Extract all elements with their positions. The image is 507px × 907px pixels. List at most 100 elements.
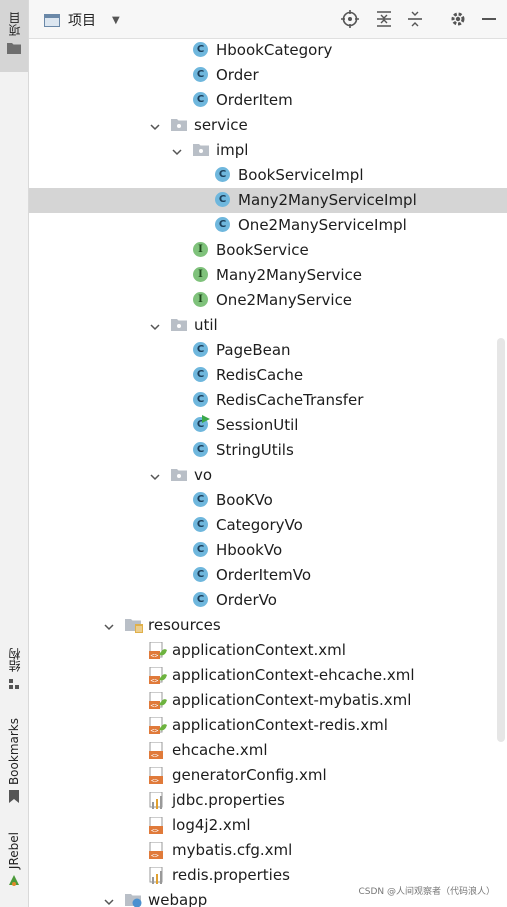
tree-node[interactable]: <> applicationContext-mybatis.xml — [29, 688, 507, 713]
tree-node[interactable]: <> applicationContext-redis.xml — [29, 713, 507, 738]
class-icon: C — [193, 517, 209, 533]
tree-node-label: SessionUtil — [216, 416, 299, 434]
chevron-down-icon[interactable] — [103, 619, 115, 631]
tree-node[interactable]: redis.properties — [29, 863, 507, 888]
tree-node-label: Many2ManyServiceImpl — [238, 191, 417, 209]
tree-node-label: applicationContext-ehcache.xml — [172, 666, 415, 684]
xml-file-icon: <> — [149, 766, 165, 785]
tree-node[interactable]: <> applicationContext-ehcache.xml — [29, 663, 507, 688]
tree-node-label: Many2ManyService — [216, 266, 363, 284]
class-icon: C — [193, 42, 209, 58]
tree-node[interactable]: jdbc.properties — [29, 788, 507, 813]
vertical-scrollbar[interactable] — [497, 338, 505, 742]
structure-tool-tab[interactable]: 结构 — [0, 648, 28, 700]
spring-xml-file-icon: <> — [149, 716, 167, 735]
view-selector[interactable]: 项目 ▼ — [44, 10, 120, 30]
tree-node[interactable]: <>ehcache.xml — [29, 738, 507, 763]
bookmarks-tool-tab[interactable]: Bookmarks — [0, 718, 28, 814]
class-icon: C — [193, 442, 209, 458]
collapse-all-icon[interactable] — [405, 9, 425, 29]
tree-node-label: jdbc.properties — [172, 791, 285, 809]
tree-node-label: applicationContext-mybatis.xml — [172, 691, 412, 709]
tree-node-label: log4j2.xml — [172, 816, 251, 834]
tree-node[interactable]: <>mybatis.cfg.xml — [29, 838, 507, 863]
tree-node-label: BookServiceImpl — [238, 166, 364, 184]
minimize-icon[interactable] — [479, 9, 499, 29]
tree-node[interactable]: <>generatorConfig.xml — [29, 763, 507, 788]
class-icon: C — [193, 567, 209, 583]
xml-file-icon: <> — [149, 841, 165, 860]
project-tool-tab[interactable]: 项目 — [0, 0, 28, 72]
svg-text:<>: <> — [151, 827, 159, 835]
svg-text:<>: <> — [151, 852, 159, 860]
tree-node-label: impl — [216, 141, 249, 159]
svg-text:<>: <> — [151, 702, 159, 710]
chevron-down-icon[interactable] — [171, 144, 183, 156]
jrebel-tool-tab[interactable]: JRebel — [0, 832, 28, 902]
tree-node-label: applicationContext.xml — [172, 641, 346, 659]
chevron-down-icon[interactable] — [149, 469, 161, 481]
tree-node[interactable]: webapp — [29, 888, 507, 907]
project-tab-label: 项目 — [7, 12, 22, 36]
view-title: 项目 — [68, 13, 96, 29]
spring-xml-file-icon: <> — [149, 641, 167, 660]
tree-node-label: util — [194, 316, 218, 334]
target-icon[interactable] — [340, 9, 360, 29]
tree-node-label: redis.properties — [172, 866, 290, 884]
properties-file-icon — [149, 791, 165, 809]
tree-node[interactable]: <> log4j2.xml — [29, 813, 507, 838]
watermark: CSDN @人间观察者（代码浪人） — [358, 884, 495, 897]
tree-node[interactable]: impl — [29, 138, 507, 163]
class-icon: C — [193, 67, 209, 83]
tree-node[interactable]: C StringUtils — [29, 438, 507, 463]
tree-node-label: applicationContext-redis.xml — [172, 716, 388, 734]
left-tool-strip: 项目 结构 Bookmarks JRebel — [0, 0, 29, 907]
tree-node-label: One2ManyService — [216, 291, 353, 309]
chevron-down-icon[interactable] — [103, 894, 115, 906]
tree-node[interactable]: C Many2ManyServiceImpl — [29, 188, 507, 213]
class-icon: C — [193, 367, 209, 383]
svg-text:<>: <> — [151, 677, 159, 685]
tree-node-label: vo — [194, 466, 213, 484]
class-icon: C — [215, 192, 231, 208]
tree-node-label: service — [194, 116, 248, 134]
chevron-down-icon[interactable] — [149, 119, 161, 131]
properties-file-icon — [149, 866, 165, 884]
tree-node[interactable]: resources — [29, 613, 507, 638]
class-icon: C — [193, 542, 209, 558]
svg-text:<>: <> — [151, 727, 159, 735]
resources-folder-icon — [125, 617, 143, 633]
structure-tab-label: 结构 — [7, 648, 22, 672]
jrebel-tab-label: JRebel — [7, 832, 21, 870]
tree-node-label: PageBean — [216, 341, 291, 359]
svg-text:<>: <> — [151, 652, 159, 660]
tree-node[interactable]: <> applicationContext.xml — [29, 638, 507, 663]
chevron-down-icon[interactable] — [149, 319, 161, 331]
svg-text:<>: <> — [151, 752, 159, 760]
gear-icon[interactable] — [448, 9, 468, 29]
tree-node[interactable]: service — [29, 113, 507, 138]
tree-node-label: webapp — [148, 891, 208, 907]
tree-node[interactable]: util — [29, 313, 507, 338]
expand-all-icon[interactable] — [374, 9, 394, 29]
tree-node-label: StringUtils — [216, 441, 294, 459]
tree-node[interactable]: vo — [29, 463, 507, 488]
